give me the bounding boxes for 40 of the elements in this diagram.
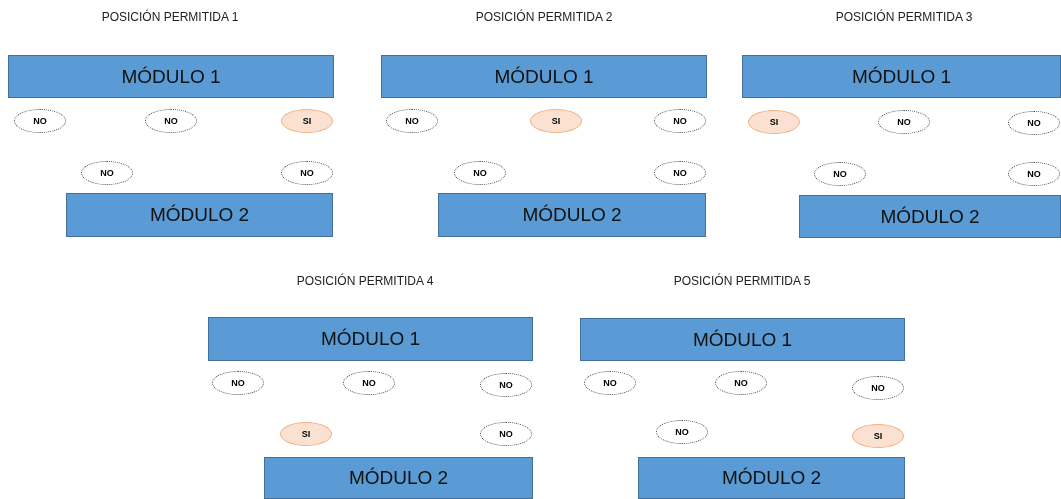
not-allowed-oval: NO bbox=[654, 161, 706, 185]
not-allowed-oval: NO bbox=[715, 371, 767, 395]
not-allowed-oval: NO bbox=[145, 109, 197, 133]
not-allowed-oval: NO bbox=[454, 161, 506, 185]
panel-title: POSICIÓN PERMITIDA 4 bbox=[296, 274, 434, 288]
not-allowed-oval: NO bbox=[852, 376, 904, 400]
module-bar: MÓDULO 1 bbox=[742, 55, 1061, 98]
allowed-oval: SI bbox=[280, 422, 332, 446]
allowed-oval: SI bbox=[852, 424, 904, 448]
allowed-oval: SI bbox=[530, 109, 582, 133]
not-allowed-oval: NO bbox=[878, 110, 930, 134]
module-bar: MÓDULO 1 bbox=[208, 317, 533, 361]
module-bar: MÓDULO 1 bbox=[8, 55, 334, 98]
not-allowed-oval: NO bbox=[14, 109, 66, 133]
not-allowed-oval: NO bbox=[480, 422, 532, 446]
module-bar: MÓDULO 1 bbox=[580, 318, 905, 361]
module-bar: MÓDULO 2 bbox=[799, 195, 1061, 238]
panel-title: POSICIÓN PERMITIDA 1 bbox=[101, 10, 239, 24]
not-allowed-oval: NO bbox=[1008, 111, 1060, 135]
not-allowed-oval: NO bbox=[584, 371, 636, 395]
not-allowed-oval: NO bbox=[81, 161, 133, 185]
not-allowed-oval: NO bbox=[343, 371, 395, 395]
not-allowed-oval: NO bbox=[480, 373, 532, 397]
not-allowed-oval: NO bbox=[386, 109, 438, 133]
not-allowed-oval: NO bbox=[1008, 162, 1060, 186]
allowed-oval: SI bbox=[748, 110, 800, 134]
panel-title: POSICIÓN PERMITIDA 5 bbox=[673, 274, 811, 288]
not-allowed-oval: NO bbox=[281, 161, 333, 185]
not-allowed-oval: NO bbox=[656, 420, 708, 444]
panel-title: POSICIÓN PERMITIDA 3 bbox=[835, 10, 973, 24]
allowed-oval: SI bbox=[281, 109, 333, 133]
module-bar: MÓDULO 2 bbox=[66, 193, 333, 237]
not-allowed-oval: NO bbox=[814, 162, 866, 186]
not-allowed-oval: NO bbox=[654, 109, 706, 133]
not-allowed-oval: NO bbox=[212, 371, 264, 395]
module-bar: MÓDULO 2 bbox=[638, 457, 905, 499]
module-bar: MÓDULO 2 bbox=[438, 193, 706, 237]
module-bar: MÓDULO 1 bbox=[381, 55, 707, 98]
module-bar: MÓDULO 2 bbox=[264, 457, 533, 499]
panel-title: POSICIÓN PERMITIDA 2 bbox=[475, 10, 613, 24]
